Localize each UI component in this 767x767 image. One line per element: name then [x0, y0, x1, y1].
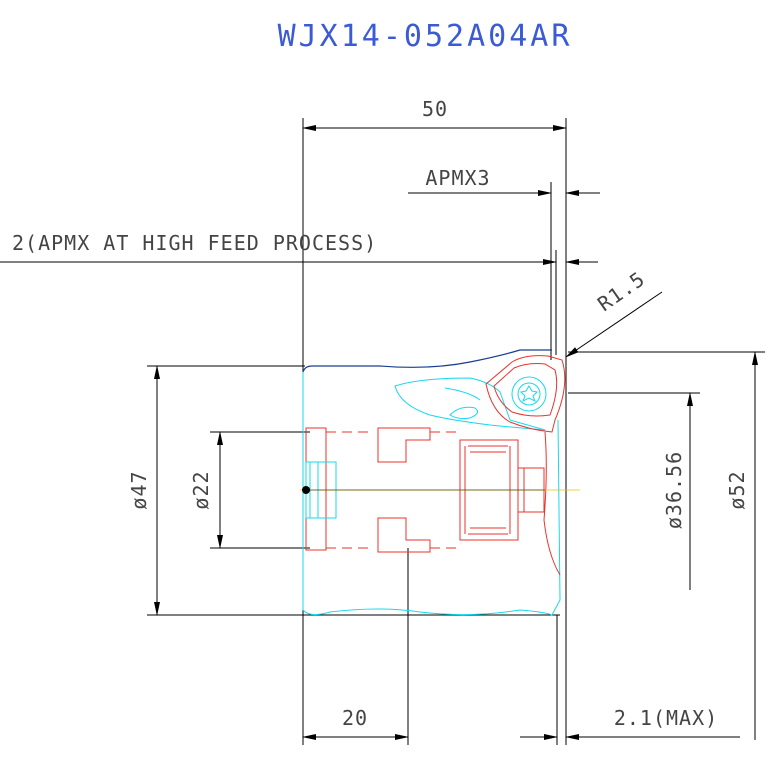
insert-pocket	[394, 377, 546, 431]
chip-groove	[449, 406, 479, 420]
dimension-apmx-label: APMX3	[425, 166, 490, 190]
tool-body	[300, 349, 580, 616]
drawing-title: WJX14-052A04AR	[278, 19, 573, 54]
insert-seat	[444, 387, 481, 401]
dimension-dia-52: ø52	[300, 351, 765, 740]
insert-inner-edge	[493, 363, 558, 417]
body-top-edge	[302, 349, 552, 373]
dimension-apmx-high-feed: 2(APMX AT HIGH FEED PROCESS)	[0, 231, 598, 355]
dimension-dia-36-56: ø36.56	[568, 392, 700, 590]
cutting-insert	[485, 355, 566, 433]
radius-callout: R1.5	[565, 267, 663, 358]
body-outline	[302, 372, 561, 616]
dimension-apmx: APMX3	[408, 166, 600, 360]
torx-icon	[519, 385, 539, 403]
dimension-apmx-high-feed-label: 2(APMX AT HIGH FEED PROCESS)	[12, 231, 377, 255]
insert-screw-inner	[517, 382, 541, 406]
dimension-dia-47-label: ø47	[127, 470, 151, 509]
dimension-dia-47: ø47	[127, 365, 305, 616]
radius-label: R1.5	[593, 267, 650, 317]
dimension-overall-length: 50	[302, 97, 567, 745]
dimension-dia-36-56-label: ø36.56	[662, 451, 686, 529]
dimension-50-label: 50	[422, 97, 448, 121]
dimension-dia-22-label: ø22	[189, 470, 213, 509]
dimension-max-21-label: 2.1(MAX)	[614, 706, 718, 730]
center-point	[302, 486, 310, 494]
dimension-20-label: 20	[342, 706, 368, 730]
dimension-dia-52-label: ø52	[725, 470, 749, 509]
dimension-dia-22: ø22	[189, 431, 310, 549]
body-right-shoulder	[543, 431, 561, 576]
insert-screw	[511, 376, 547, 412]
dimension-length-20: 20	[302, 548, 409, 745]
dimension-max-21: 2.1(MAX)	[520, 615, 740, 745]
